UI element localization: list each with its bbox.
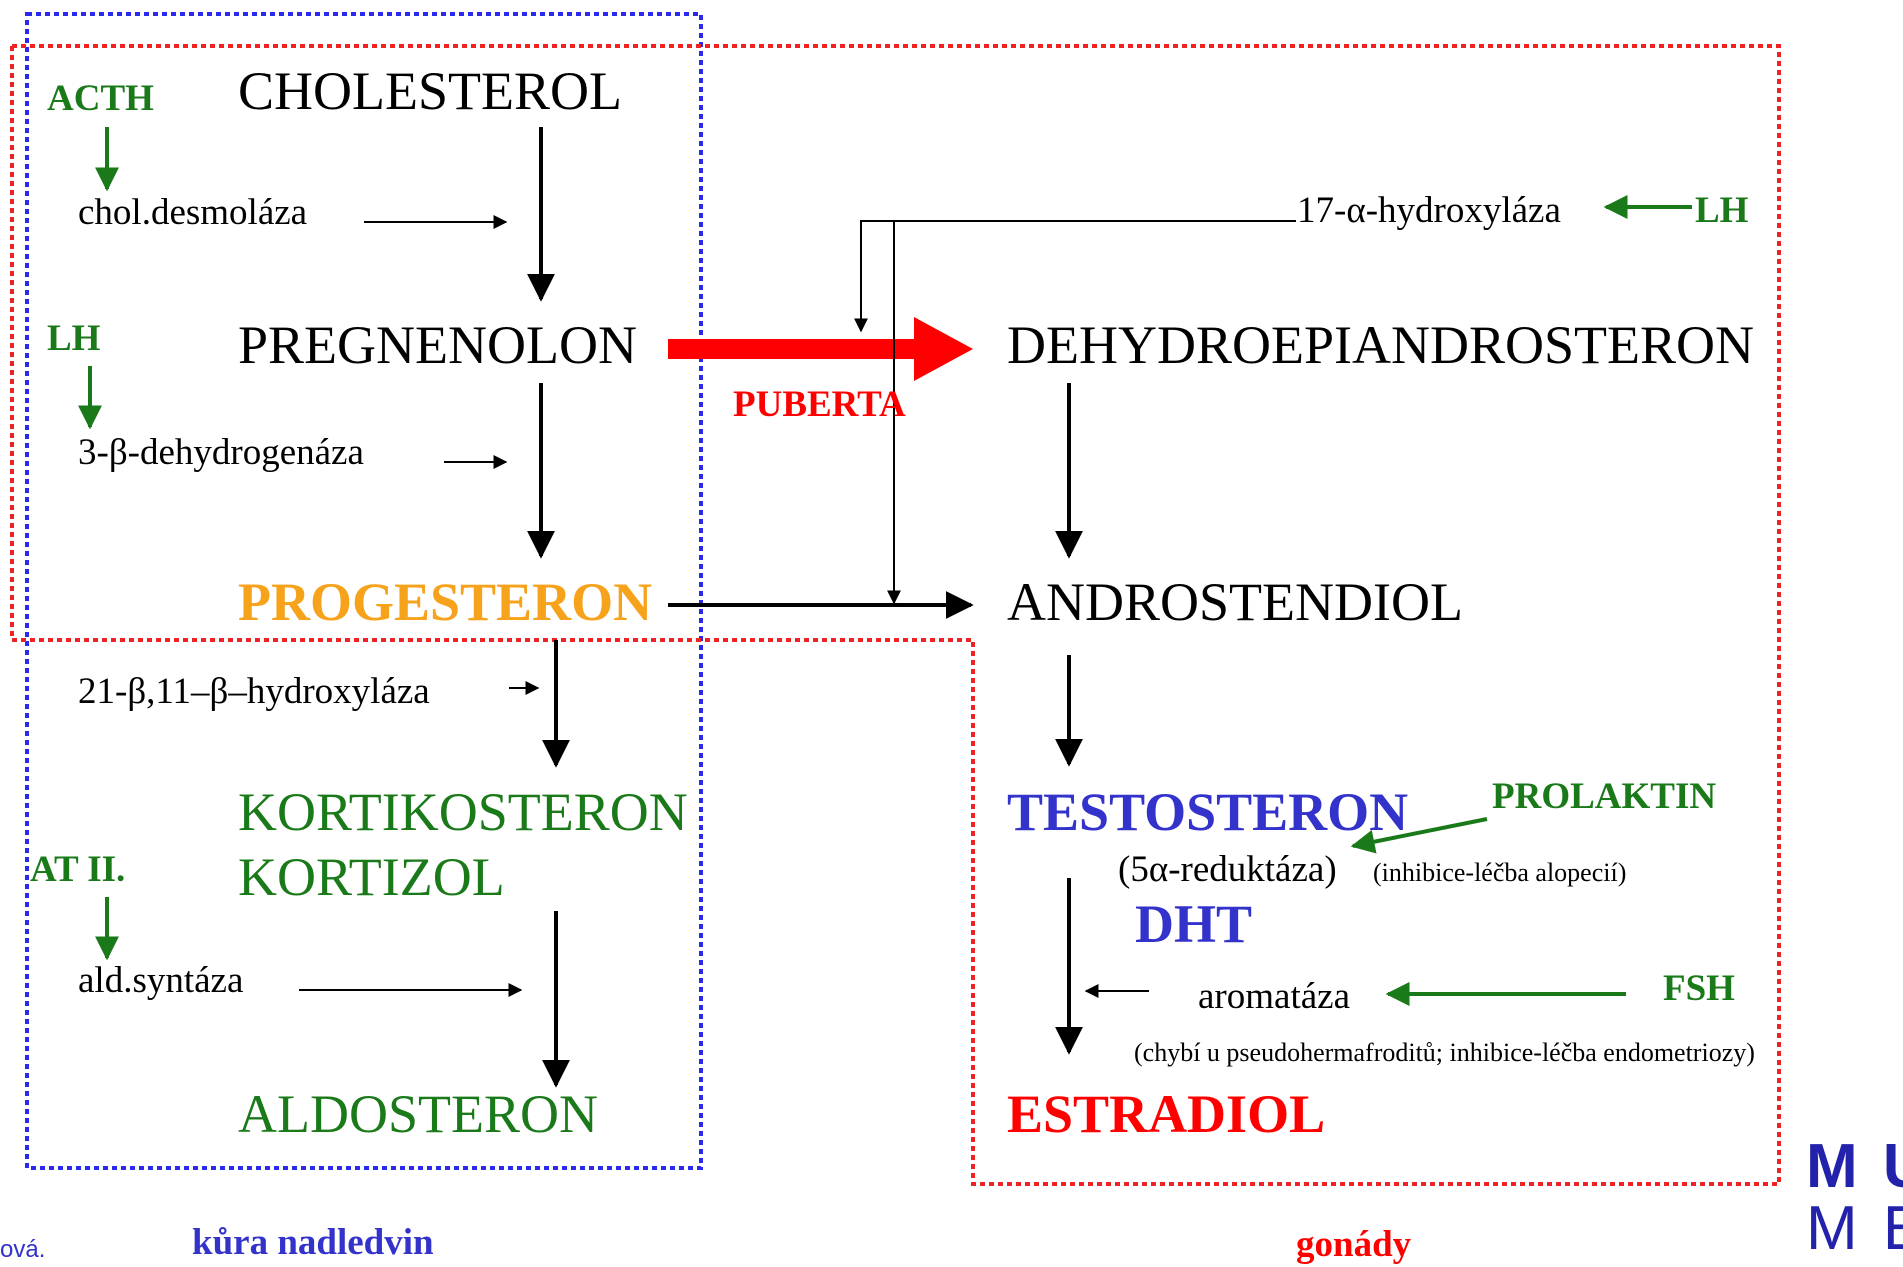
- node-aldosteron: ALDOSTERON: [238, 1084, 598, 1144]
- regulator-lh-left: LH: [47, 318, 101, 359]
- arrow-prolaktin: [1350, 817, 1488, 854]
- regulator-acth: ACTH: [47, 78, 154, 119]
- enzyme-reduktaza-note: (inhibice-léčba alopecií): [1373, 858, 1627, 887]
- regulator-prolaktin: PROLAKTIN: [1492, 776, 1717, 817]
- node-testosteron: TESTOSTERON: [1007, 782, 1409, 842]
- node-androstendiol: ANDROSTENDIOL: [1007, 572, 1463, 632]
- node-kortizol: KORTIZOL: [238, 847, 505, 907]
- logo-top: M U: [1806, 1132, 1903, 1201]
- node-cholesterol: CHOLESTEROL: [238, 61, 622, 121]
- node-kortikosteron: KORTIKOSTERON: [238, 782, 688, 842]
- enzyme-reduktaza: (5α-reduktáza): [1118, 849, 1337, 890]
- node-progesteron: PROGESTERON: [238, 572, 653, 632]
- enzyme-dehydrogenaza: 3-β-dehydrogenáza: [78, 432, 364, 473]
- node-pregnenolon: PREGNENOLON: [238, 315, 637, 375]
- adrenal-cortex-box: [25, 12, 703, 1170]
- enzyme-ald-syntaza: ald.syntáza: [78, 960, 244, 1001]
- enzyme-chol-desmolaza: chol.desmoláza: [78, 192, 308, 233]
- node-dht: DHT: [1135, 894, 1253, 954]
- puberta-arrow: [668, 317, 973, 381]
- puberta-label: PUBERTA: [733, 384, 906, 425]
- node-dhea: DEHYDROEPIANDROSTERON: [1007, 315, 1755, 375]
- author-fragment: ová.: [0, 1236, 46, 1263]
- regulator-at2: AT II.: [30, 849, 126, 890]
- enzyme-hydroxylaza-17: 17-α-hydroxyláza: [1297, 190, 1561, 231]
- enzyme-aromataza-note: (chybí u pseudohermafroditů; inhibice-lé…: [1134, 1038, 1755, 1067]
- regulator-lh-right: LH: [1695, 190, 1749, 231]
- enzyme-hydroxylaza-21-11: 21-β,11–β–hydroxyláza: [78, 671, 430, 712]
- node-estradiol: ESTRADIOL: [1007, 1084, 1326, 1144]
- region-label-gonads: gonády: [1296, 1224, 1412, 1265]
- gonads-box: [10, 44, 1781, 1186]
- regulator-fsh: FSH: [1663, 968, 1735, 1009]
- hydroxylaza-17-connector-a: [854, 220, 1296, 333]
- logo-bottom: M E: [1806, 1194, 1903, 1263]
- region-label-adrenal-cortex: kůra nadledvin: [192, 1222, 434, 1263]
- enzyme-aromataza: aromatáza: [1198, 976, 1350, 1017]
